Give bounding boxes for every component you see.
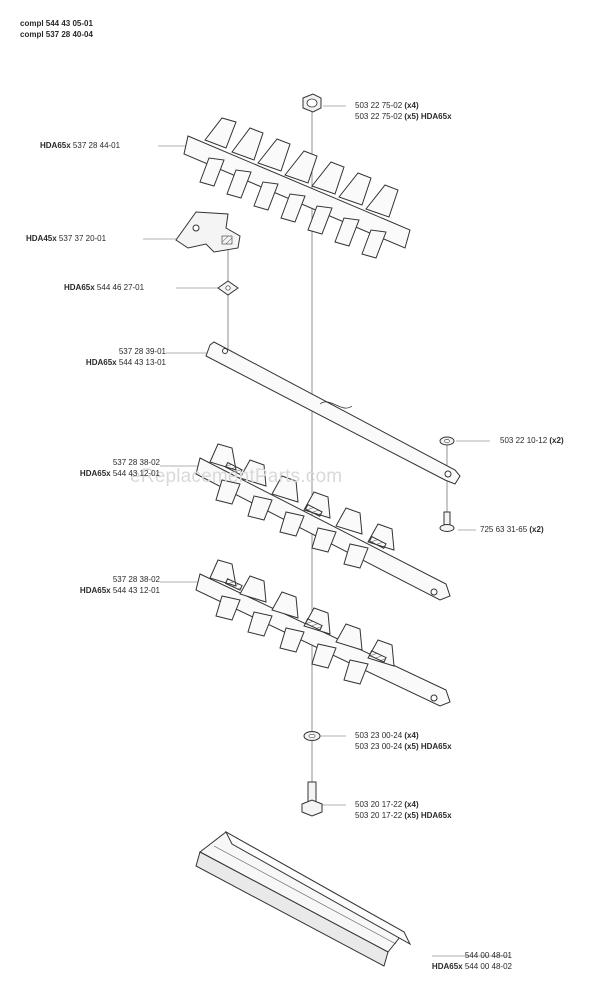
label-bolt-b: 503 20 17-22 (x5) HDA65x: [355, 811, 452, 820]
label-blade1-alt: HDA65x 544 43 12-01: [79, 469, 160, 478]
leader-lines: [143, 105, 510, 957]
clip-part: [175, 211, 241, 253]
label-bar-part: 537 28 39-01: [118, 347, 166, 356]
flat-bar: [205, 341, 461, 485]
label-spacer-a: 503 23 00-24 (x4): [355, 731, 419, 740]
bolt-icon: [301, 781, 323, 817]
blade-upper: [195, 443, 451, 601]
label-blade2-alt: HDA65x 544 43 12-01: [79, 586, 160, 595]
right-washer-icon: [439, 436, 455, 446]
label-right-washer: 503 22 10-12 (x2): [500, 436, 564, 445]
label-washer: HDA65x 544 46 27-01: [64, 283, 145, 292]
label-bolt-a: 503 20 17-22 (x4): [355, 800, 419, 809]
label-blade2-part: 537 28 38-02: [112, 575, 160, 584]
nut-icon: [302, 93, 322, 113]
label-right-screw: 725 63 31-65 (x2): [480, 525, 544, 534]
cover-rail: [195, 830, 412, 967]
label-nut-b: 503 22 75-02 (x5) HDA65x: [355, 112, 452, 121]
label-cover-part: 544 00 48-01: [464, 951, 512, 960]
label-clip: HDA45x 537 37 20-01: [26, 234, 107, 243]
header-assembly-2: compl 537 28 40-04: [20, 30, 93, 39]
spacer-icon: [303, 731, 321, 741]
label-spacer-b: 503 23 00-24 (x5) HDA65x: [355, 742, 452, 751]
label-nut-a: 503 22 75-02 (x4): [355, 101, 419, 110]
blade-lower: [195, 559, 451, 707]
right-screw-icon: [439, 511, 455, 532]
label-blade1-part: 537 28 38-02: [112, 458, 160, 467]
header-assembly-1: compl 544 43 05-01: [20, 19, 93, 28]
square-washer: [217, 280, 239, 296]
label-bar-alt: HDA65x 544 43 13-01: [85, 358, 166, 367]
watermark: eReplacementParts.com: [130, 466, 343, 487]
guard-bar: [183, 117, 411, 259]
label-cover-alt: HDA65x 544 00 48-02: [431, 962, 512, 971]
label-guard: HDA65x 537 28 44-01: [40, 141, 121, 150]
